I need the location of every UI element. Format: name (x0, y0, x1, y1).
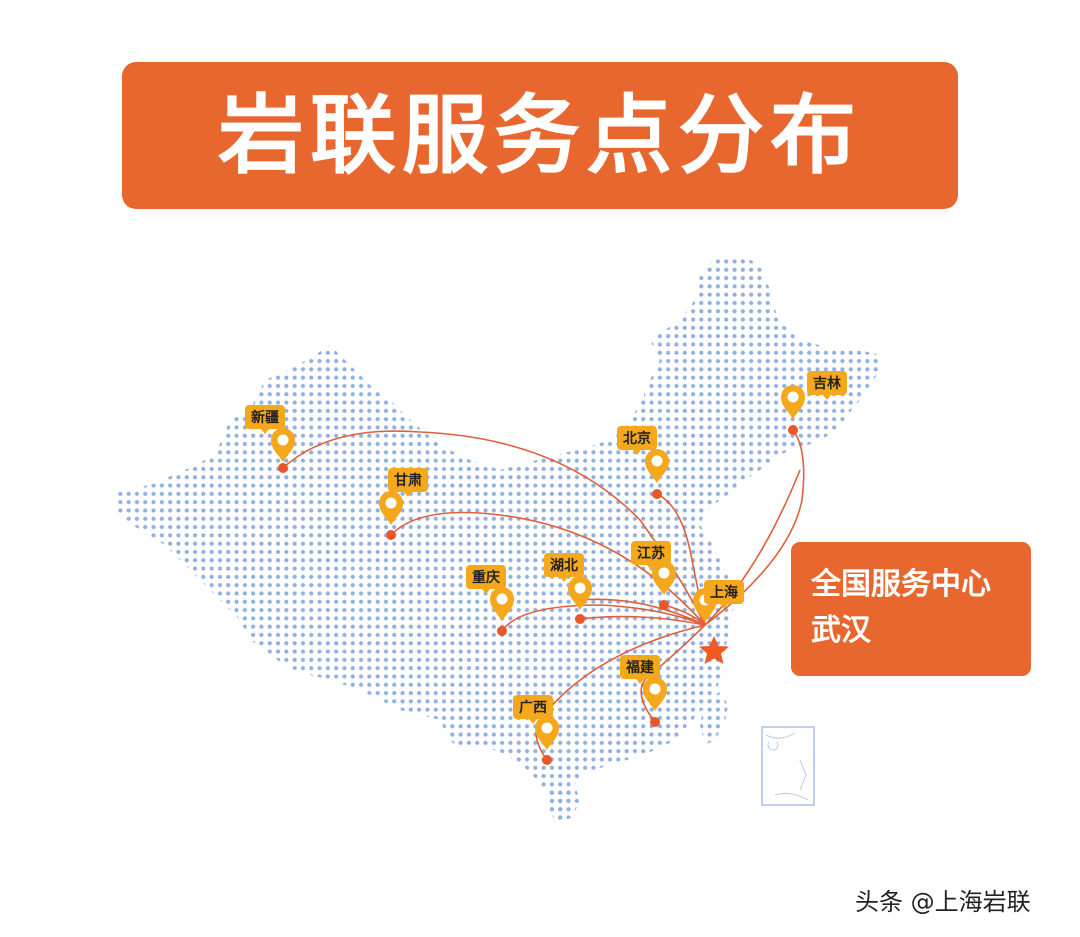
location-dot (386, 530, 396, 540)
route-guangxi (535, 624, 706, 761)
location-name: 江苏 (637, 545, 665, 562)
route-shanghai-to-jilin (704, 469, 801, 626)
page-title: 岩联服务点分布 (218, 85, 862, 186)
location-dot (650, 717, 660, 727)
location-name: 广西 (519, 699, 547, 716)
location-dot (575, 614, 585, 624)
location-pin-7 (643, 677, 667, 711)
location-dot (659, 600, 669, 610)
callout-city: 武汉 (811, 613, 871, 648)
watermark: 头条 @上海岩联 (855, 888, 1031, 916)
location-dot (652, 489, 662, 499)
location-dot (542, 755, 552, 765)
location-label: 甘肃 (388, 468, 428, 497)
location-dot (788, 425, 798, 435)
route-hubei (579, 615, 706, 626)
location-name: 上海 (710, 584, 738, 601)
location-label: 江苏 (631, 541, 671, 570)
location-label: 湖北 (544, 553, 584, 582)
location-pin-4 (652, 561, 676, 595)
location-pin-5 (568, 576, 592, 610)
location-label: 新疆 (245, 405, 285, 434)
location-label: 吉林 (807, 371, 847, 400)
map-taiwan (700, 692, 728, 745)
location-pin-3 (781, 385, 805, 419)
map-hainan (548, 786, 580, 822)
location-pin-6 (490, 587, 514, 621)
map-landmass (115, 255, 880, 822)
location-pin-2 (645, 449, 669, 483)
route-hubei-2 (579, 598, 706, 626)
location-name: 甘肃 (394, 472, 422, 489)
location-label: 福建 (620, 655, 660, 684)
location-name: 福建 (625, 659, 654, 676)
callout-title: 全国服务中心 (811, 567, 991, 602)
service-center-callout: 全国服务中心 武汉 (791, 542, 1031, 676)
location-pin-8 (535, 716, 559, 750)
location-name: 重庆 (472, 569, 500, 586)
location-pin-0 (271, 428, 295, 462)
location-name: 新疆 (251, 409, 279, 426)
location-name: 北京 (623, 430, 651, 447)
location-dot (278, 463, 288, 473)
location-name: 湖北 (550, 558, 578, 574)
location-name: 吉林 (813, 375, 841, 392)
south-china-sea-inset (761, 726, 815, 806)
location-pin-1 (379, 491, 403, 525)
route-chongqing (501, 604, 706, 632)
location-label: 重庆 (466, 565, 506, 594)
location-dot (497, 626, 507, 636)
location-label: 广西 (513, 695, 553, 724)
hub-star-icon (699, 636, 729, 664)
location-label: 北京 (617, 426, 657, 455)
location-label: 上海 (704, 580, 744, 609)
title-banner: 岩联服务点分布 (122, 62, 958, 209)
